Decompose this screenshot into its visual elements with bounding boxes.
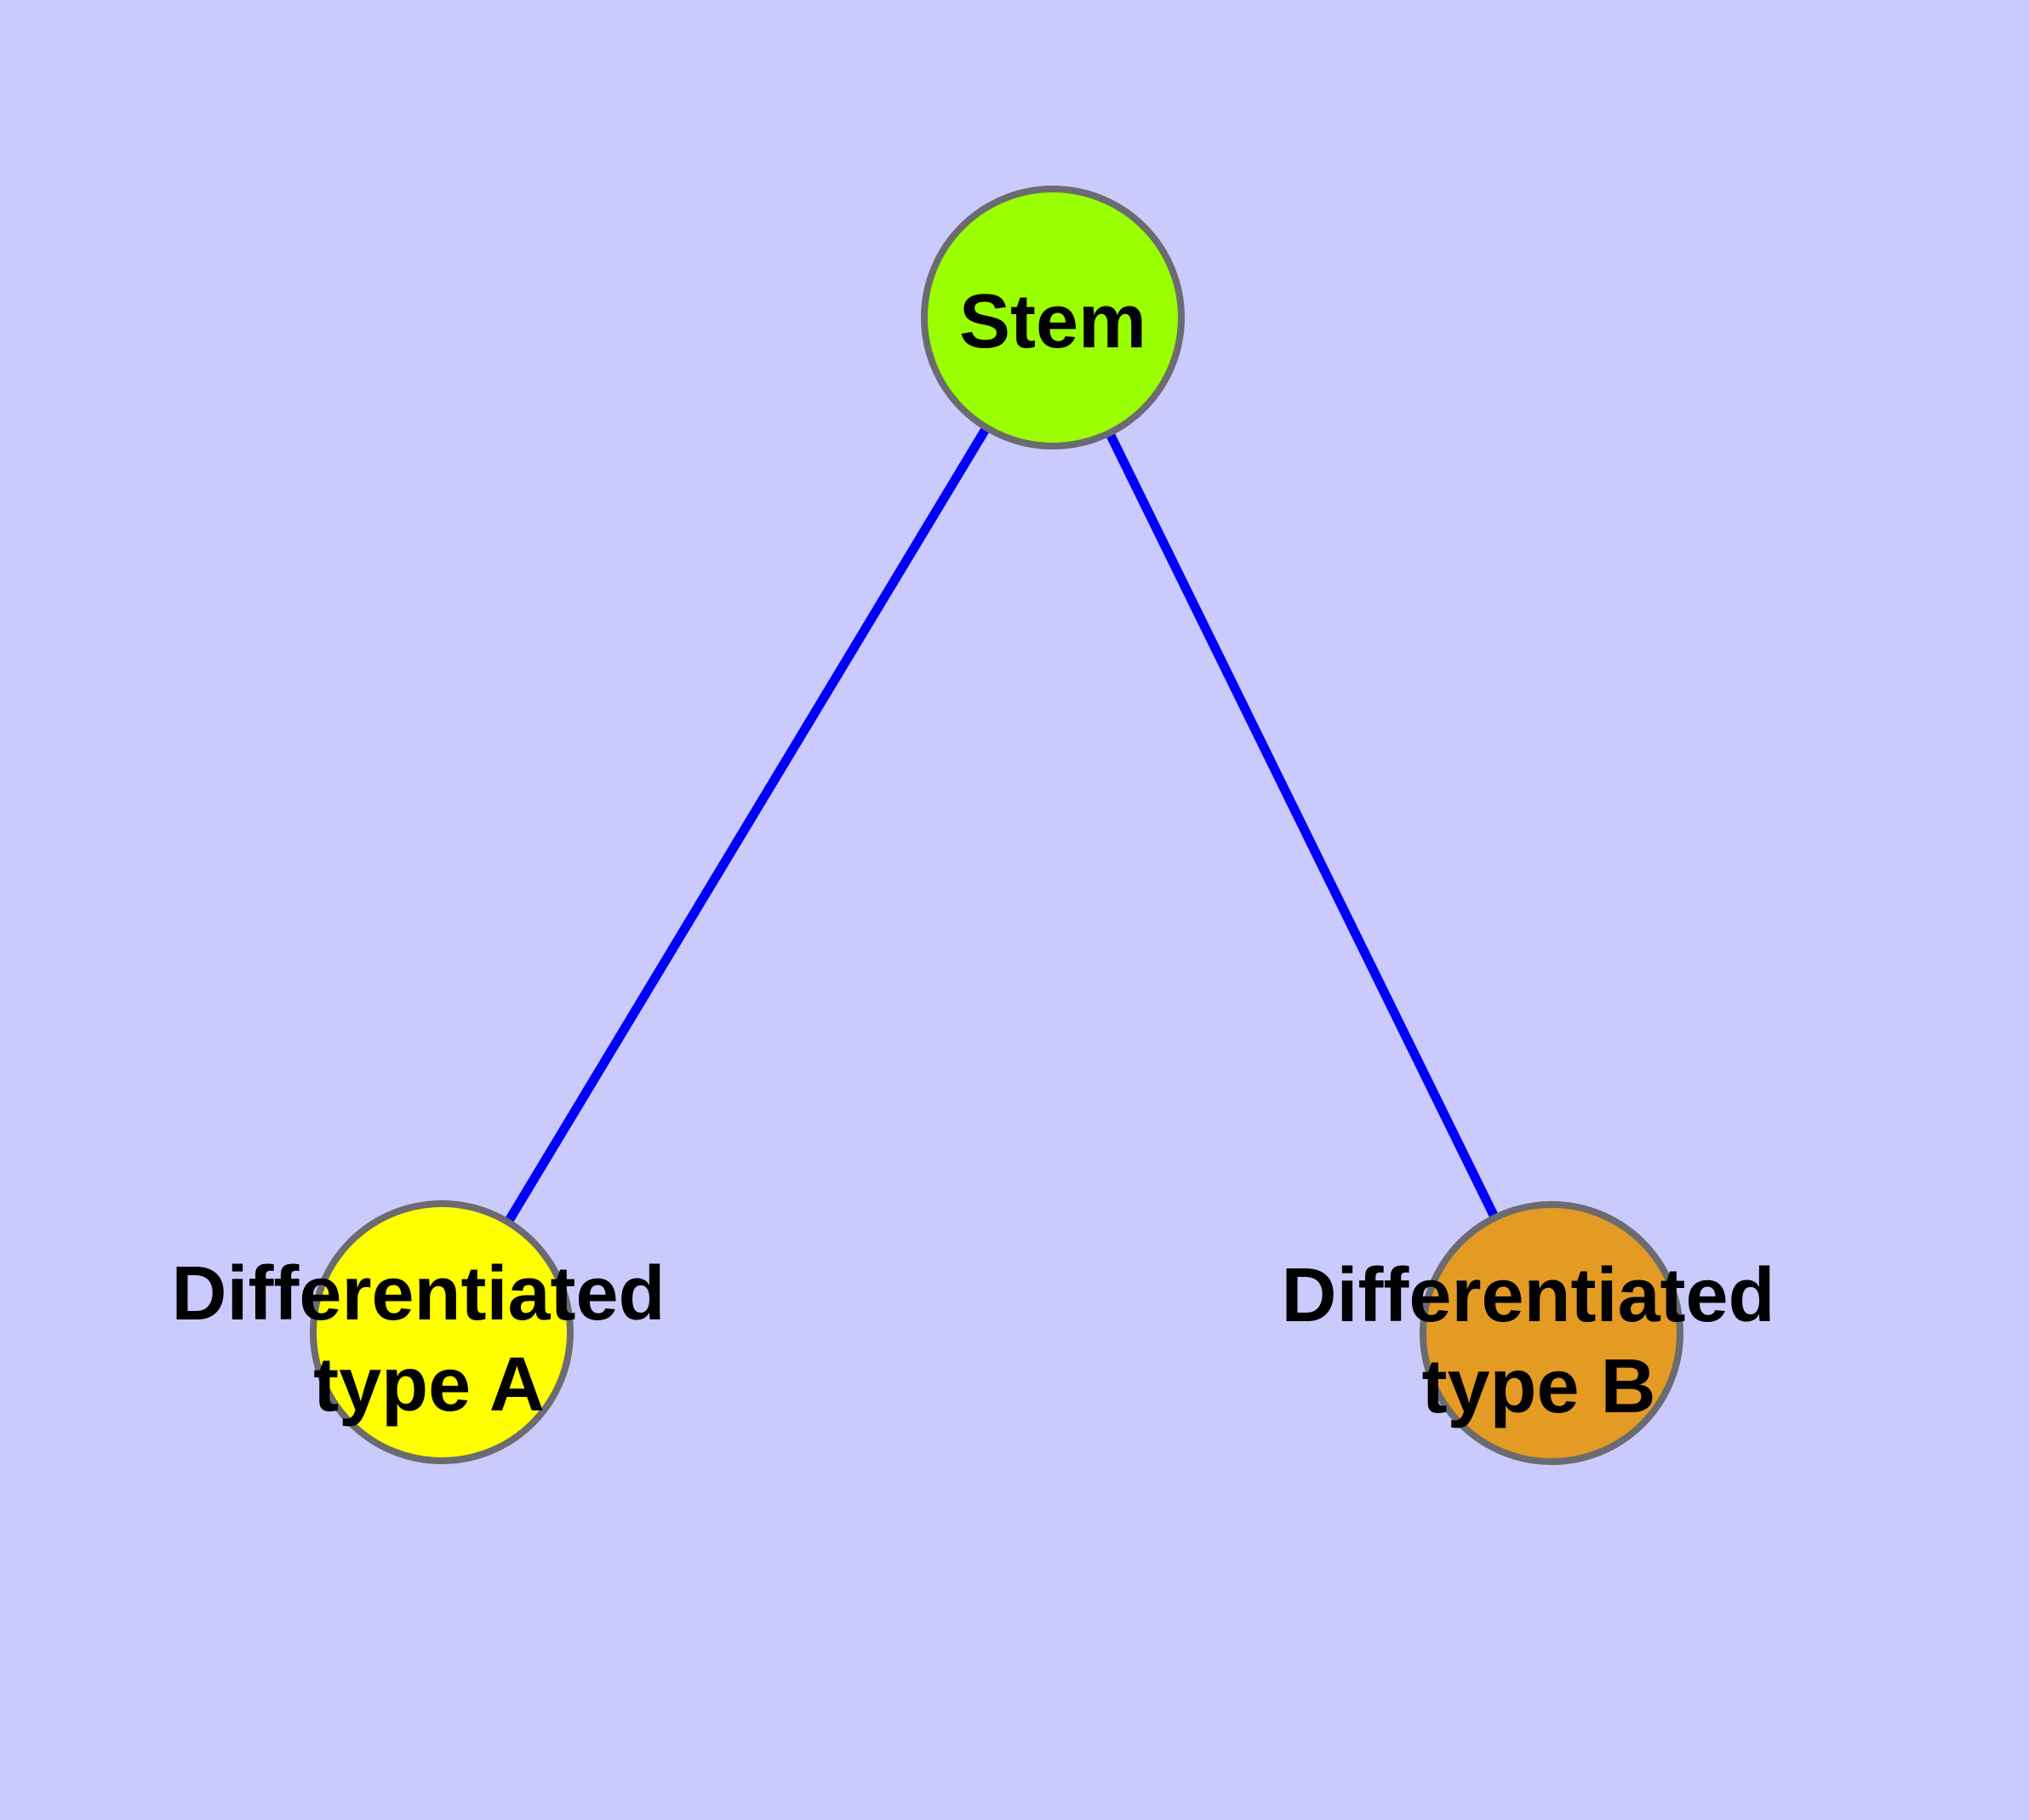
node-label-type-b-line1: Differentiated [1281, 1253, 1775, 1338]
node-differentiated-type-a [310, 1200, 574, 1464]
node-stem [921, 186, 1185, 449]
node-differentiated-type-b [1420, 1201, 1683, 1465]
node-label-stem: Stem [959, 279, 1146, 364]
node-label-type-a-line1: Differentiated [171, 1251, 665, 1336]
node-label-type-b-line2: type B [1421, 1344, 1655, 1429]
node-label-differentiated-type-b: Differentiated type B [1281, 1253, 1796, 1429]
node-label-type-a-line2: type A [313, 1342, 545, 1428]
edge-stem-to-type-a [437, 315, 1057, 1335]
edge-stem-to-type-b [1049, 315, 1556, 1336]
node-label-differentiated-type-a: Differentiated type A [171, 1251, 686, 1428]
